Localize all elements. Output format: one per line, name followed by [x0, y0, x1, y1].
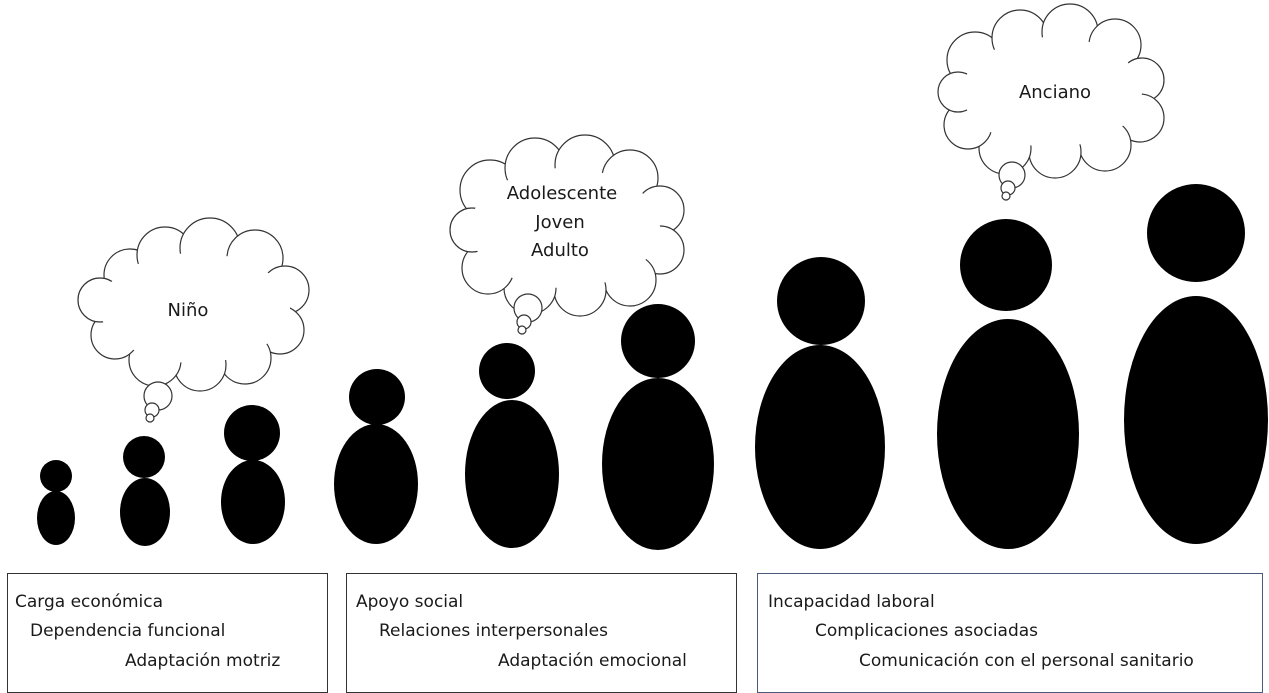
- box-line-3: Adaptación motriz: [125, 651, 281, 671]
- thought-text-youth-2: Joven: [534, 212, 584, 233]
- figure-9: [1124, 184, 1268, 544]
- figure-head: [1147, 184, 1245, 282]
- life-stages-diagram: Niño Adolescente Joven Adulto Anciano: [37, 3, 1268, 550]
- figure-5: [465, 343, 559, 548]
- box-line-1: Incapacidad laboral: [768, 592, 935, 612]
- figure-head: [40, 460, 72, 492]
- figure-head: [224, 405, 280, 461]
- figure-1: [37, 460, 75, 545]
- figure-body: [334, 424, 418, 544]
- figure-4: [334, 369, 418, 544]
- thought-text-youth-1: Adolescente: [507, 183, 617, 204]
- figure-body: [465, 400, 559, 548]
- box-line-2: Dependencia funcional: [30, 621, 226, 641]
- box-elder-stage: Incapacidad laboral Complicaciones asoci…: [757, 573, 1263, 693]
- figure-body: [120, 478, 170, 546]
- figure-7: [755, 257, 885, 549]
- box-line-3: Comunicación con el personal sanitario: [859, 651, 1194, 671]
- box-line-3: Adaptación emocional: [498, 651, 687, 671]
- figure-head: [960, 219, 1052, 311]
- box-line-2: Complicaciones asociadas: [815, 621, 1039, 641]
- thought-text-youth-3: Adulto: [531, 240, 589, 261]
- figure-8: [937, 219, 1079, 549]
- figure-head: [777, 257, 865, 345]
- figure-body: [221, 460, 285, 544]
- figure-body: [937, 319, 1079, 549]
- figure-head: [349, 369, 405, 425]
- box-child-stage: Carga económica Dependencia funcional Ad…: [7, 573, 328, 693]
- figure-head: [479, 343, 535, 399]
- thought-text-child: Niño: [168, 300, 209, 321]
- figure-3: [221, 405, 285, 544]
- figure-body: [602, 378, 714, 550]
- thought-cloud-youth: [449, 134, 685, 335]
- box-line-1: Apoyo social: [356, 592, 464, 612]
- figure-body: [37, 491, 75, 545]
- figure-head: [123, 436, 165, 478]
- box-line-1: Carga económica: [15, 592, 164, 612]
- figure-body: [755, 345, 885, 549]
- thought-cloud-child: [77, 217, 310, 423]
- figure-2: [120, 436, 170, 546]
- box-youth-stage: Apoyo social Relaciones interpersonales …: [346, 573, 737, 693]
- figure-6: [602, 304, 714, 550]
- thought-cloud-elder: [937, 3, 1165, 201]
- box-line-2: Relaciones interpersonales: [379, 621, 608, 641]
- thought-text-elder: Anciano: [1019, 82, 1091, 103]
- figure-body: [1124, 296, 1268, 544]
- figure-head: [621, 304, 695, 378]
